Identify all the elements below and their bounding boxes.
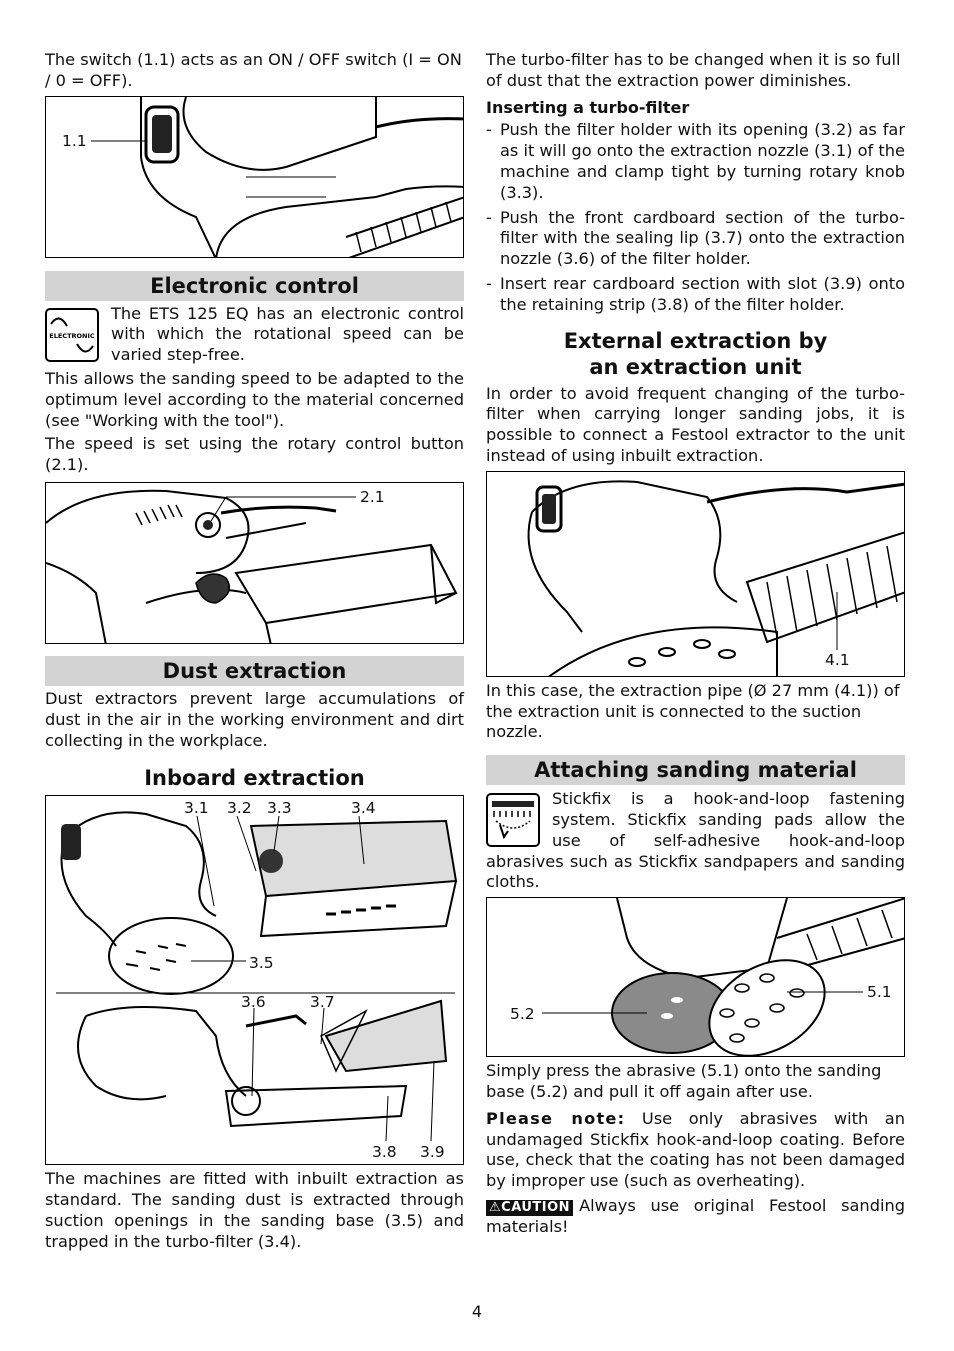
electronic-text-2: This allows the sanding speed to be adap… [45, 368, 464, 430]
figure-speed-control: 2.1 [45, 481, 464, 644]
figure-sanding-material: 5.1 5.2 [486, 897, 905, 1058]
callout-5-2: 5.2 [510, 1005, 535, 1024]
callout-3-4: 3.4 [351, 799, 376, 818]
callout-4-1: 4.1 [825, 650, 850, 669]
figure-external-extraction: 4.1 [486, 470, 905, 677]
switch-text: The switch (1.1) acts as an ON / OFF swi… [45, 50, 462, 90]
left-column: The switch (1.1) acts as an ON / OFF swi… [45, 50, 464, 1256]
inserting-step: Push the front cardboard section of the … [486, 208, 905, 270]
external-text-1: In order to avoid frequent changing of t… [486, 383, 905, 465]
callout-1-1: 1.1 [62, 131, 87, 150]
heading-external-line2: an extraction unit [589, 354, 802, 379]
stickfix-pad-illustration [542, 898, 904, 1057]
heading-external-extraction: External extraction by an extraction uni… [486, 328, 905, 380]
inserting-step: Insert rear cardboard section with slot … [486, 274, 905, 316]
attaching-text-1: Stickfix is a hook-and-loop fastening sy… [486, 789, 905, 892]
dust-text-1: Dust extractors prevent large accumulati… [45, 688, 464, 750]
callout-3-2: 3.2 [227, 799, 252, 818]
right-column: The turbo-filter has to be changed when … [486, 50, 905, 1241]
figure-switch: 1.1 [45, 95, 464, 258]
heading-external-line1: External extraction by [563, 328, 828, 353]
callout-2-1: 2.1 [360, 487, 385, 506]
heading-electronic-control: Electronic control [45, 270, 464, 301]
callout-3-7: 3.7 [310, 993, 335, 1012]
inserting-step: Push the filter holder with its opening … [486, 120, 905, 203]
external-text-2: In this case, the extraction pipe (Ø 27 … [486, 680, 900, 742]
sander-switch-illustration [91, 96, 463, 257]
caution-label: CAUTION [501, 1199, 571, 1215]
please-note-text: Use only abrasives with an undamaged Sti… [486, 1108, 905, 1191]
external-extractor-illustration [527, 480, 904, 676]
electronic-icon-label: ELECTRONIC [49, 332, 95, 340]
turbo-filter-illustration [56, 811, 458, 1142]
callout-5-1: 5.1 [867, 983, 892, 1002]
heading-inboard-extraction: Inboard extraction [144, 766, 365, 791]
callout-3-1: 3.1 [184, 799, 209, 818]
sander-speed-illustration [46, 489, 458, 643]
turbo-filter-text: The turbo-filter has to be changed when … [486, 50, 901, 90]
heading-inserting-turbo-filter: Inserting a turbo-filter [486, 97, 690, 117]
page-number: 4 [471, 1302, 483, 1321]
callout-3-6: 3.6 [241, 993, 266, 1012]
electronic-text-3: The speed is set using the rotary contro… [45, 434, 464, 475]
callout-3-3: 3.3 [267, 799, 292, 818]
caution-badge: ⚠CAUTION [486, 1199, 574, 1216]
callout-3-8: 3.8 [372, 1143, 397, 1162]
heading-attaching-sanding-material: Attaching sanding material [486, 755, 905, 786]
electronic-icon: ELECTRONIC [45, 307, 99, 362]
electronic-text-1: The ETS 125 EQ has an electronic control… [111, 303, 464, 365]
callout-3-9: 3.9 [420, 1143, 445, 1162]
heading-dust-extraction: Dust extraction [45, 655, 464, 686]
caution-text: Always use original Festool sanding mate… [486, 1195, 905, 1236]
warning-triangle-icon: ⚠ [489, 1199, 502, 1215]
inboard-text-1: The machines are fitted with inbuilt ext… [45, 1169, 464, 1251]
callout-3-5: 3.5 [249, 954, 274, 973]
figure-inboard-extraction: 3.1 3.2 3.3 3.4 3.5 3.6 3.7 3.8 3.9 [45, 795, 464, 1166]
please-note-paragraph: Please note: Use only abrasives with an … [486, 1109, 905, 1192]
please-note-label: Please note: [486, 1108, 626, 1128]
inserting-steps-list: Push the filter holder with its opening … [486, 120, 905, 315]
attaching-text-2: Simply press the abrasive (5.1) onto the… [486, 1061, 882, 1101]
stickfix-icon [486, 793, 540, 848]
